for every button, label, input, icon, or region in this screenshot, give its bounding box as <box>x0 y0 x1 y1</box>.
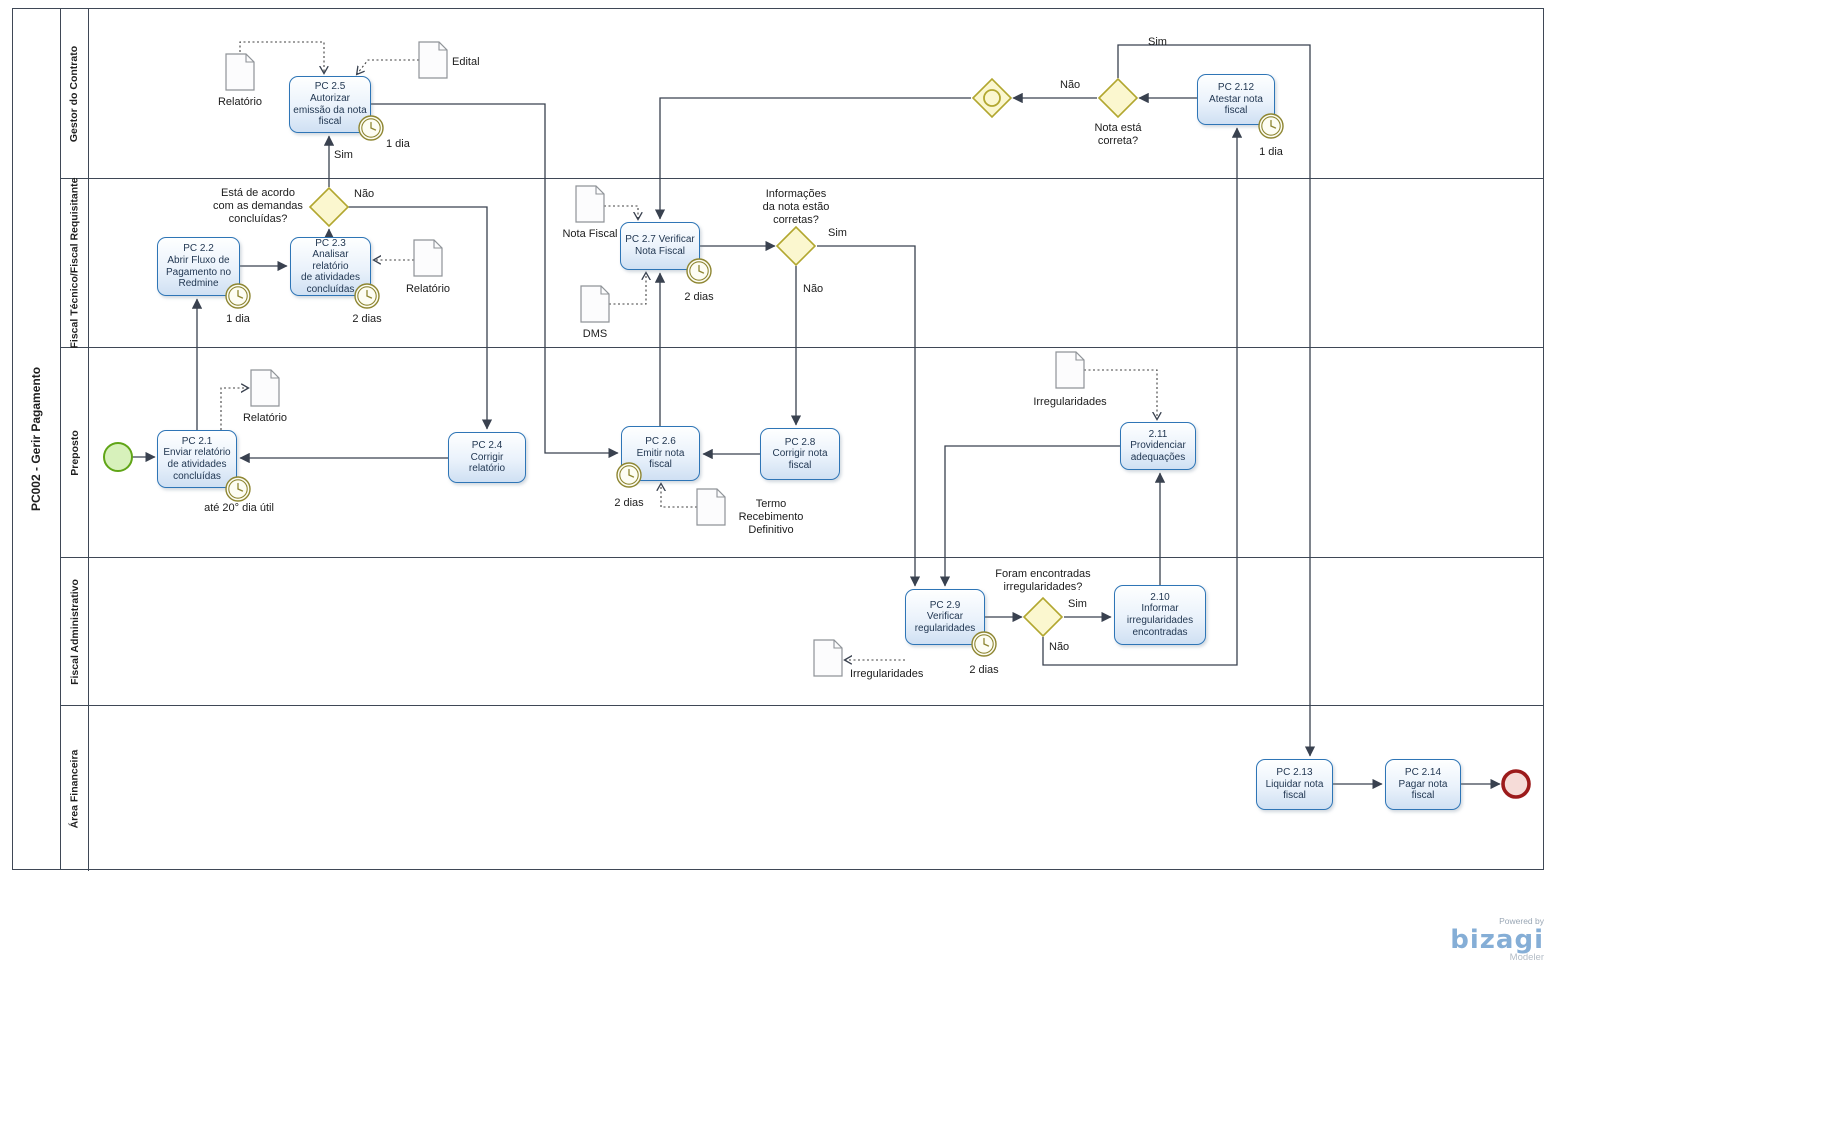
document-label: Termo Recebimento Definitivo <box>738 498 804 537</box>
modeler-text: Modeler <box>1509 952 1544 964</box>
task-label: PC 2.4 Corrigir relatório <box>468 440 506 475</box>
gateway-question: Nota está correta? <box>1094 122 1142 148</box>
flow-label-sim: Sim <box>334 149 353 161</box>
document-label: Relatório <box>405 283 451 295</box>
task-pc-2-13[interactable]: PC 2.13 Liquidar nota fiscal <box>1256 759 1333 810</box>
lane-label: Fiscal Administrativo <box>68 578 81 685</box>
lane-label: Gestor do Contrato <box>68 45 81 142</box>
timer-label: 2 dias <box>614 497 644 509</box>
task-label: PC 2.6 Emitir nota fiscal <box>636 436 685 471</box>
task-2-11[interactable]: 2.11 Providenciar adequações <box>1120 422 1196 470</box>
flow-label-sim: Sim <box>1148 36 1167 48</box>
lane-area-financeira: Área Financeira <box>61 706 1543 871</box>
task-label: PC 2.9 Verificar regularidades <box>914 599 976 634</box>
pool-title: PC002 - Gerir Pagamento <box>13 9 61 869</box>
gateway-question: Está de acordo com as demandas concluída… <box>213 187 303 226</box>
document-label: Irregularidades <box>850 668 924 680</box>
lane-label-strip: Área Financeira <box>61 706 89 871</box>
flow-label-nao: Não <box>1049 641 1070 653</box>
lane-label-strip: Fiscal Técnico/Fiscal Requisitante <box>61 177 89 349</box>
flow-label-sim: Sim <box>828 227 847 239</box>
timer-label: 1 dia <box>226 313 250 325</box>
gateway-question: Foram encontradas irregularidades? <box>995 568 1091 594</box>
document-label: Relatório <box>217 96 263 108</box>
task-label: 2.11 Providenciar adequações <box>1130 428 1186 463</box>
lane-preposto: Preposto <box>61 348 1543 558</box>
lane-label-strip: Fiscal Administrativo <box>61 558 89 705</box>
task-label: PC 2.2 Abrir Fluxo de Pagamento no Redmi… <box>165 243 232 290</box>
lane-fiscal-administrativo: Fiscal Administrativo <box>61 558 1543 706</box>
task-pc-2-7[interactable]: PC 2.7 Verificar Nota Fiscal <box>620 222 700 270</box>
gateway-question: Informações da nota estão corretas? <box>762 188 830 227</box>
document-label: Irregularidades <box>1033 396 1107 408</box>
task-label: PC 2.13 Liquidar nota fiscal <box>1265 767 1324 802</box>
lane-label: Preposto <box>68 429 81 476</box>
task-pc-2-3[interactable]: PC 2.3 Analisar relatório de atividades … <box>290 237 371 296</box>
timer-label: 1 dia <box>386 138 410 150</box>
flow-label-nao: Não <box>803 283 824 295</box>
task-label: PC 2.3 Analisar relatório de atividades … <box>301 237 360 295</box>
timer-label: 2 dias <box>969 664 999 676</box>
task-label: PC 2.1 Enviar relatório de atividades co… <box>163 435 231 482</box>
task-pc-2-8[interactable]: PC 2.8 Corrigir nota fiscal <box>760 428 840 480</box>
timer-label: 2 dias <box>684 291 714 303</box>
task-pc-2-9[interactable]: PC 2.9 Verificar regularidades <box>905 589 985 645</box>
timer-label: 1 dia <box>1259 146 1283 158</box>
task-label: PC 2.5 Autorizar emissão da nota fiscal <box>293 81 367 128</box>
bizagi-watermark: Powered by bizagi Modeler <box>1449 916 1544 963</box>
task-pc-2-1[interactable]: PC 2.1 Enviar relatório de atividades co… <box>157 430 237 488</box>
pool-title-label: PC002 - Gerir Pagamento <box>29 366 44 512</box>
task-pc-2-12[interactable]: PC 2.12 Atestar nota fiscal <box>1197 74 1275 125</box>
lane-label-strip: Preposto <box>61 348 89 557</box>
task-label: PC 2.12 Atestar nota fiscal <box>1209 82 1263 117</box>
document-label: DMS <box>582 328 608 340</box>
timer-label: até 20° dia útil <box>204 502 274 514</box>
document-label: Edital <box>452 56 480 68</box>
timer-label: 2 dias <box>352 313 382 325</box>
lane-label: Área Financeira <box>68 749 81 828</box>
flow-label-sim: Sim <box>1068 598 1087 610</box>
task-label: PC 2.14 Pagar nota fiscal <box>1398 767 1448 802</box>
task-2-10[interactable]: 2.10 Informar irregularidades encontrada… <box>1114 585 1206 645</box>
flow-label-nao: Não <box>354 188 375 200</box>
task-pc-2-14[interactable]: PC 2.14 Pagar nota fiscal <box>1385 759 1461 810</box>
lane-fiscal-tecnico: Fiscal Técnico/Fiscal Requisitante <box>61 177 1543 349</box>
lane-label: Fiscal Técnico/Fiscal Requisitante <box>68 177 81 349</box>
powered-by-text: Powered by <box>1499 916 1544 926</box>
task-pc-2-6[interactable]: PC 2.6 Emitir nota fiscal <box>621 426 700 481</box>
bizagi-logo: bizagi <box>1450 925 1544 955</box>
document-label: Nota Fiscal <box>562 228 618 240</box>
flow-label-nao: Não <box>1060 79 1081 91</box>
document-label: Relatório <box>242 412 288 424</box>
lane-label-strip: Gestor do Contrato <box>61 9 89 178</box>
task-pc-2-2[interactable]: PC 2.2 Abrir Fluxo de Pagamento no Redmi… <box>157 237 240 296</box>
task-label: PC 2.8 Corrigir nota fiscal <box>772 436 828 471</box>
task-pc-2-4[interactable]: PC 2.4 Corrigir relatório <box>448 432 526 483</box>
task-pc-2-5[interactable]: PC 2.5 Autorizar emissão da nota fiscal <box>289 76 371 133</box>
task-label: PC 2.7 Verificar Nota Fiscal <box>625 234 695 257</box>
lane-gestor-do-contrato: Gestor do Contrato <box>61 9 1543 179</box>
task-label: 2.10 Informar irregularidades encontrada… <box>1126 591 1194 638</box>
